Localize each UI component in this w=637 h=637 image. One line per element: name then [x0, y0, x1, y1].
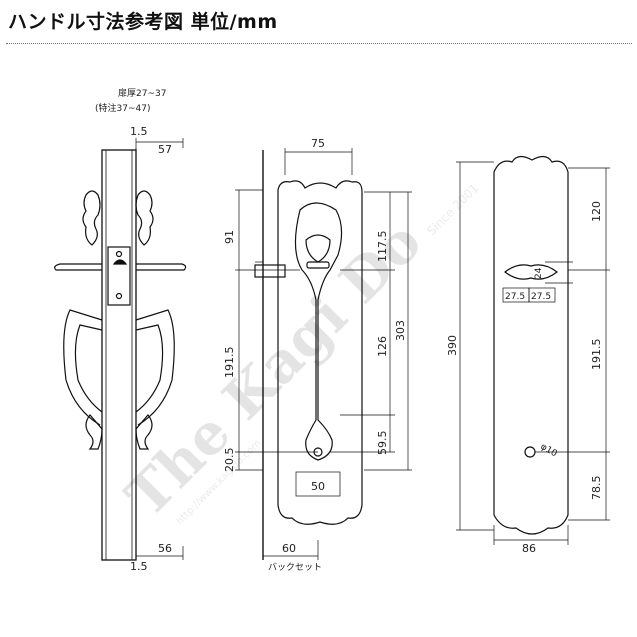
inner-handle	[63, 309, 103, 426]
dim-front-91: 91	[223, 230, 236, 244]
door-thickness-label: 扉厚27~37	[118, 87, 166, 99]
door-special-label: (特注37~47)	[95, 102, 150, 114]
watermark-since: Since 2001	[424, 181, 481, 238]
dim-side-top-gap: 1.5	[130, 125, 148, 138]
dim-front-20-5: 20.5	[223, 448, 236, 473]
dim-plate-27-5-right: 27.5	[531, 292, 551, 302]
dim-front-width: 75	[311, 137, 325, 150]
small-hole	[524, 446, 536, 458]
outer-lever	[136, 263, 187, 271]
dim-plate-120: 120	[590, 201, 603, 222]
title-divider	[6, 43, 632, 44]
door-slab	[101, 149, 137, 561]
keyhole	[504, 264, 558, 280]
dim-plate-phi10: φ10	[539, 442, 559, 459]
dim-plate-86: 86	[522, 542, 536, 555]
dim-front-303: 303	[394, 320, 407, 341]
dim-front-191-5: 191.5	[223, 347, 236, 379]
back-plate-view: φ10 27.5 27.5 24 120 191.5 78.5 390 86	[446, 155, 610, 555]
spindle	[254, 264, 286, 278]
front-view: 75 50 91 191.5 20.5 117.5 126 59.5 303	[223, 137, 412, 573]
side-view: 扉厚27~37 (特注37~47) 1.5 57 56 1.5	[54, 87, 187, 573]
front-handle	[294, 202, 343, 461]
backset-label: バックセット	[268, 562, 322, 573]
dim-plate-191-5: 191.5	[590, 339, 603, 371]
dim-front-59-5: 59.5	[376, 431, 389, 456]
inner-lever	[54, 263, 102, 271]
page-title: ハンドル寸法参考図 単位/mm	[8, 11, 278, 33]
dim-backset: 60	[282, 542, 296, 555]
front-plate	[277, 180, 363, 525]
watermark: The Kagi Do Since 2001 http://www.kagido…	[113, 181, 481, 530]
dim-plate-24: 24	[534, 267, 544, 279]
outer-handle	[135, 309, 175, 426]
dim-plate-390: 390	[446, 335, 459, 356]
dim-front-50: 50	[311, 480, 325, 493]
dim-front-117-5: 117.5	[376, 231, 389, 263]
dim-plate-78-5: 78.5	[590, 476, 603, 501]
latch-case	[107, 246, 131, 306]
dim-side-bottom-gap: 1.5	[130, 560, 148, 573]
dim-side-top-depth: 57	[158, 143, 172, 156]
back-plate	[493, 155, 569, 535]
dim-front-126: 126	[376, 336, 389, 357]
dim-side-bottom-depth: 56	[158, 542, 172, 555]
dim-plate-27-5-left: 27.5	[505, 292, 525, 302]
